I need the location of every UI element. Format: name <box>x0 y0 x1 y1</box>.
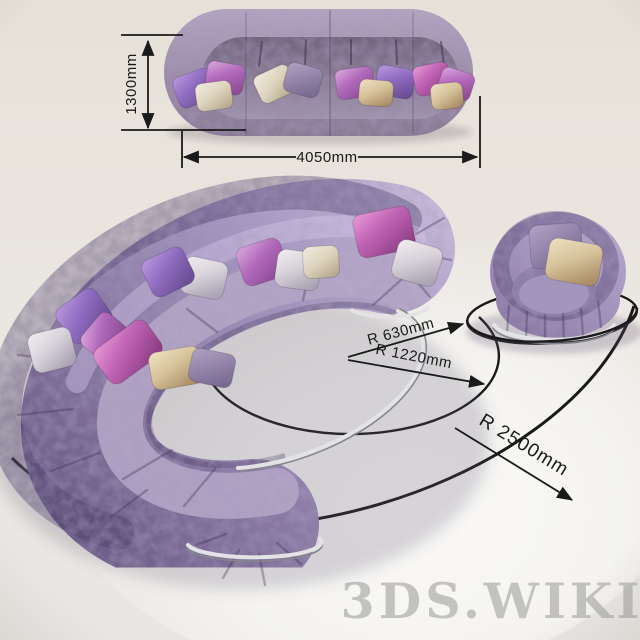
pillow <box>358 78 394 108</box>
sofa-pillows <box>27 205 443 391</box>
middle-radius-leader <box>347 359 486 388</box>
watermark-text: 3DS.WIKI <box>341 572 640 630</box>
pillow <box>187 347 237 389</box>
depth-dimension-label: 1300mm <box>123 53 140 114</box>
top-view-dimensions: 1300mm 4050mm <box>121 34 481 168</box>
pillow <box>301 244 341 280</box>
curved-sectional-sofa <box>0 175 490 591</box>
armchair-seat-highlight <box>519 274 589 314</box>
top-view-cushion-notches <box>258 39 445 67</box>
pillow <box>282 61 324 99</box>
round-armchair <box>466 211 640 354</box>
top-view-pillows <box>172 60 476 112</box>
sofa-back-ridge <box>0 175 422 550</box>
pillow <box>27 326 77 374</box>
pillow <box>194 80 234 112</box>
sofa-pleats <box>16 216 453 587</box>
outer-radius-leader <box>454 427 574 501</box>
sofa-top-view <box>164 9 476 145</box>
pillow <box>93 319 163 385</box>
pillow <box>429 81 465 111</box>
armchair-radius-circle-front <box>465 307 639 343</box>
pillow <box>391 239 443 287</box>
pillow <box>141 246 195 298</box>
armchair-radius-leader <box>347 321 465 358</box>
sofa-chrome-base <box>186 305 430 563</box>
length-dimension-label: 4050mm <box>296 149 357 166</box>
armchair-accent-pillow <box>544 237 604 287</box>
armchair-pleats <box>505 299 603 343</box>
